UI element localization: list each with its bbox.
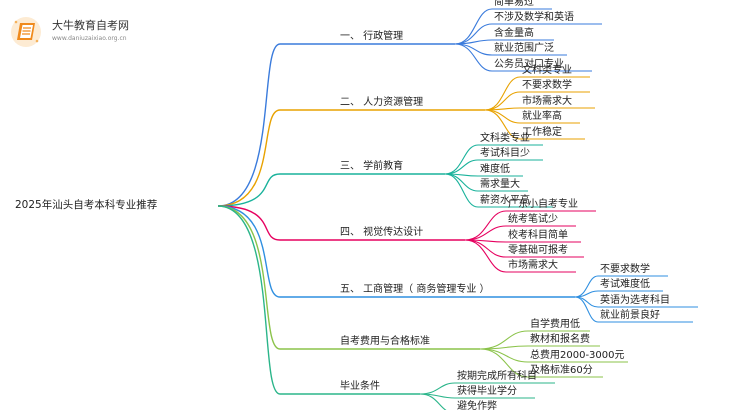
leaf-connector-3-2 [444, 159, 543, 175]
leaf-connector-1-5 [454, 43, 592, 72]
branch-topic-1: 一、 行政管理 [340, 31, 404, 42]
leaf-topic-3-5: 薪资水平高 [480, 195, 530, 206]
leaf-topic-6-1: 自学费用低 [530, 319, 580, 330]
leaf-connector-2-5 [484, 109, 585, 140]
branch-topic-4: 四、 视觉传达设计 [340, 227, 424, 238]
leaf-topic-1-4: 就业范围广泛 [494, 43, 554, 54]
leaf-topic-1-1: 简单易过 [494, 0, 534, 8]
branch-connector-7 [217, 205, 420, 395]
leaf-topic-4-1: 广东小自考专业 [508, 199, 578, 210]
leaf-connector-5-4 [574, 296, 693, 323]
branch-connector-1 [217, 43, 455, 207]
leaf-connector-3-5 [444, 173, 553, 208]
leaf-topic-7-2: 获得毕业学分 [457, 386, 517, 397]
branch-topic-5: 五、 工商管理（ 商务管理专业 ） [340, 284, 490, 295]
leaf-connector-2-2 [484, 91, 590, 111]
leaf-topic-6-4: 及格标准60分 [530, 365, 593, 376]
leaf-topic-5-4: 就业前景良好 [600, 310, 660, 321]
leaf-topic-7-1: 按期完成所有科目 [457, 371, 537, 382]
leaf-topic-1-3: 含金量高 [494, 28, 534, 39]
logo-url: www.daniuzaixiao.org.cn [52, 35, 127, 42]
leaf-topic-1-5: 公务员对口专业 [494, 59, 564, 70]
branch-connector-3 [217, 173, 445, 207]
leaf-connector-1-2 [454, 23, 602, 45]
leaf-topic-2-1: 文科类专业 [522, 65, 572, 76]
leaf-topic-4-4: 零基础可报考 [508, 245, 568, 256]
branch-connector-4 [217, 205, 465, 241]
leaf-topic-3-2: 考试科目少 [480, 148, 530, 159]
leaf-topic-2-5: 工作稳定 [522, 127, 562, 138]
leaf-topic-3-1: 文科类专业 [480, 133, 530, 144]
leaf-topic-7-3: 避免作弊 [457, 401, 497, 412]
branch-topic-7: 毕业条件 [340, 381, 380, 392]
leaf-topic-5-3: 英语为选考科目 [600, 295, 670, 306]
leaf-topic-3-3: 难度低 [480, 164, 510, 175]
leaf-topic-2-4: 就业率高 [522, 111, 562, 122]
logo-book-icon [11, 17, 41, 47]
leaf-topic-4-5: 市场需求大 [508, 260, 558, 271]
leaf-topic-2-2: 不要求数学 [522, 80, 572, 91]
leaf-topic-4-3: 校考科目简单 [508, 230, 568, 241]
leaf-connector-5-2 [574, 290, 663, 298]
leaf-topic-4-2: 统考笔试少 [508, 214, 558, 225]
branch-connector-6 [217, 205, 480, 350]
leaf-connector-7-3 [419, 393, 447, 410]
leaf-connector-4-5 [464, 239, 576, 273]
leaf-topic-2-3: 市场需求大 [522, 96, 572, 107]
branch-topic-2: 二、 人力资源管理 [340, 97, 424, 108]
leaf-topic-5-2: 考试难度低 [600, 279, 650, 290]
branch-topic-3: 三、 学前教育 [340, 161, 404, 172]
leaf-topic-1-2: 不涉及数学和英语 [494, 12, 574, 23]
leaf-connector-3-1 [444, 144, 543, 175]
leaf-topic-3-4: 需求量大 [480, 179, 520, 190]
branch-connector-2 [217, 109, 485, 207]
leaf-topic-5-1: 不要求数学 [600, 264, 650, 275]
branch-topic-6: 自考费用与合格标准 [340, 336, 430, 347]
leaf-topic-6-3: 总费用2000-3000元 [530, 350, 625, 361]
branch-connector-5 [217, 205, 575, 298]
leaf-topic-6-2: 教材和报名费 [530, 334, 590, 345]
leaf-connector-4-2 [464, 225, 576, 241]
leaf-connector-6-4 [479, 348, 603, 378]
logo-title: 大牛教育自考网 [52, 19, 129, 32]
root-topic: 2025年汕头自考本科专业推荐 [15, 199, 158, 211]
